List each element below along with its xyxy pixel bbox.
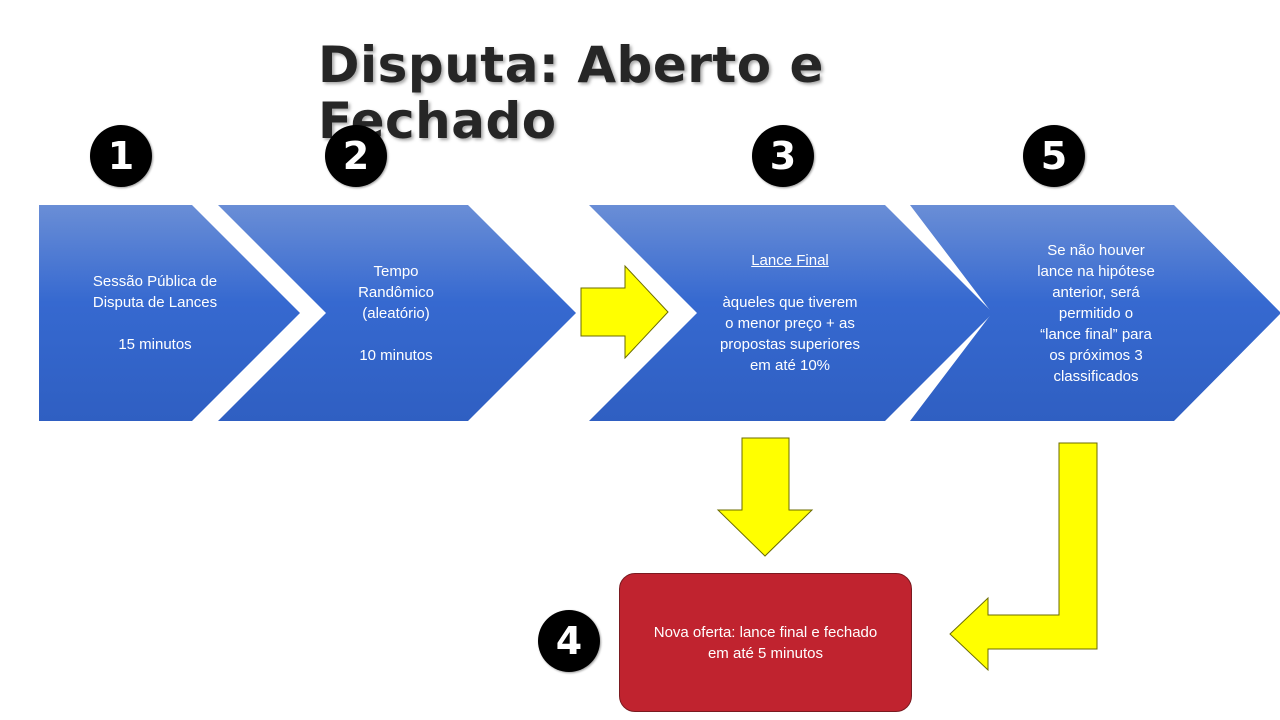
step-5-line: classificados <box>1053 367 1139 385</box>
step-badge-4: 4 <box>538 610 600 672</box>
step-2-line: Randômico <box>358 283 434 301</box>
step-5-line: “lance final” para <box>1040 325 1152 343</box>
final-offer-line: Nova oferta: lance final e fechado <box>653 623 878 641</box>
step-3-heading: Lance Final <box>751 252 829 269</box>
step-2-duration: 10 minutos <box>359 346 433 364</box>
step-5-line: permitido o <box>1058 304 1134 322</box>
step-3-text: Lance Final àqueles que tiverem o menor … <box>690 205 890 421</box>
step-5-line: lance na hipótese <box>1037 262 1155 280</box>
step-1-line: Sessão Pública de <box>92 273 218 290</box>
step-3-line: propostas superiores <box>719 336 861 353</box>
step-5-line: Se não houver <box>1047 241 1145 259</box>
step-badge-5: 5 <box>1023 125 1085 187</box>
final-offer-line: em até 5 minutos <box>707 644 824 662</box>
step-2-line: (aleatório) <box>362 304 430 322</box>
step-badge-1: 1 <box>90 125 152 187</box>
step-5-text: Se não houver lance na hipótese anterior… <box>996 205 1196 421</box>
step-3-line: àqueles que tiverem <box>722 294 858 311</box>
step-1-duration: 15 minutos <box>118 336 192 353</box>
step-badge-3: 3 <box>752 125 814 187</box>
title-line-1: Disputa: Aberto e <box>318 36 824 94</box>
step-3-line: o menor preço + as <box>725 315 855 332</box>
final-offer-box: Nova oferta: lance final e fechado em at… <box>619 573 912 712</box>
step-5-line: anterior, será <box>1052 283 1140 301</box>
step-3-line: em até 10% <box>749 357 831 374</box>
step-5-line: os próximos 3 <box>1049 346 1143 364</box>
right-arrow-icon <box>580 264 669 360</box>
step-badge-2: 2 <box>325 125 387 187</box>
step-1-text: Sessão Pública de Disputa de Lances 15 m… <box>39 205 271 421</box>
bent-arrow-icon <box>949 442 1098 672</box>
down-arrow-icon <box>716 437 814 557</box>
step-1-line: Disputa de Lances <box>92 294 218 311</box>
step-2-text: Tempo Randômico (aleatório) 10 minutos <box>328 205 464 421</box>
step-2-line: Tempo <box>373 262 419 280</box>
